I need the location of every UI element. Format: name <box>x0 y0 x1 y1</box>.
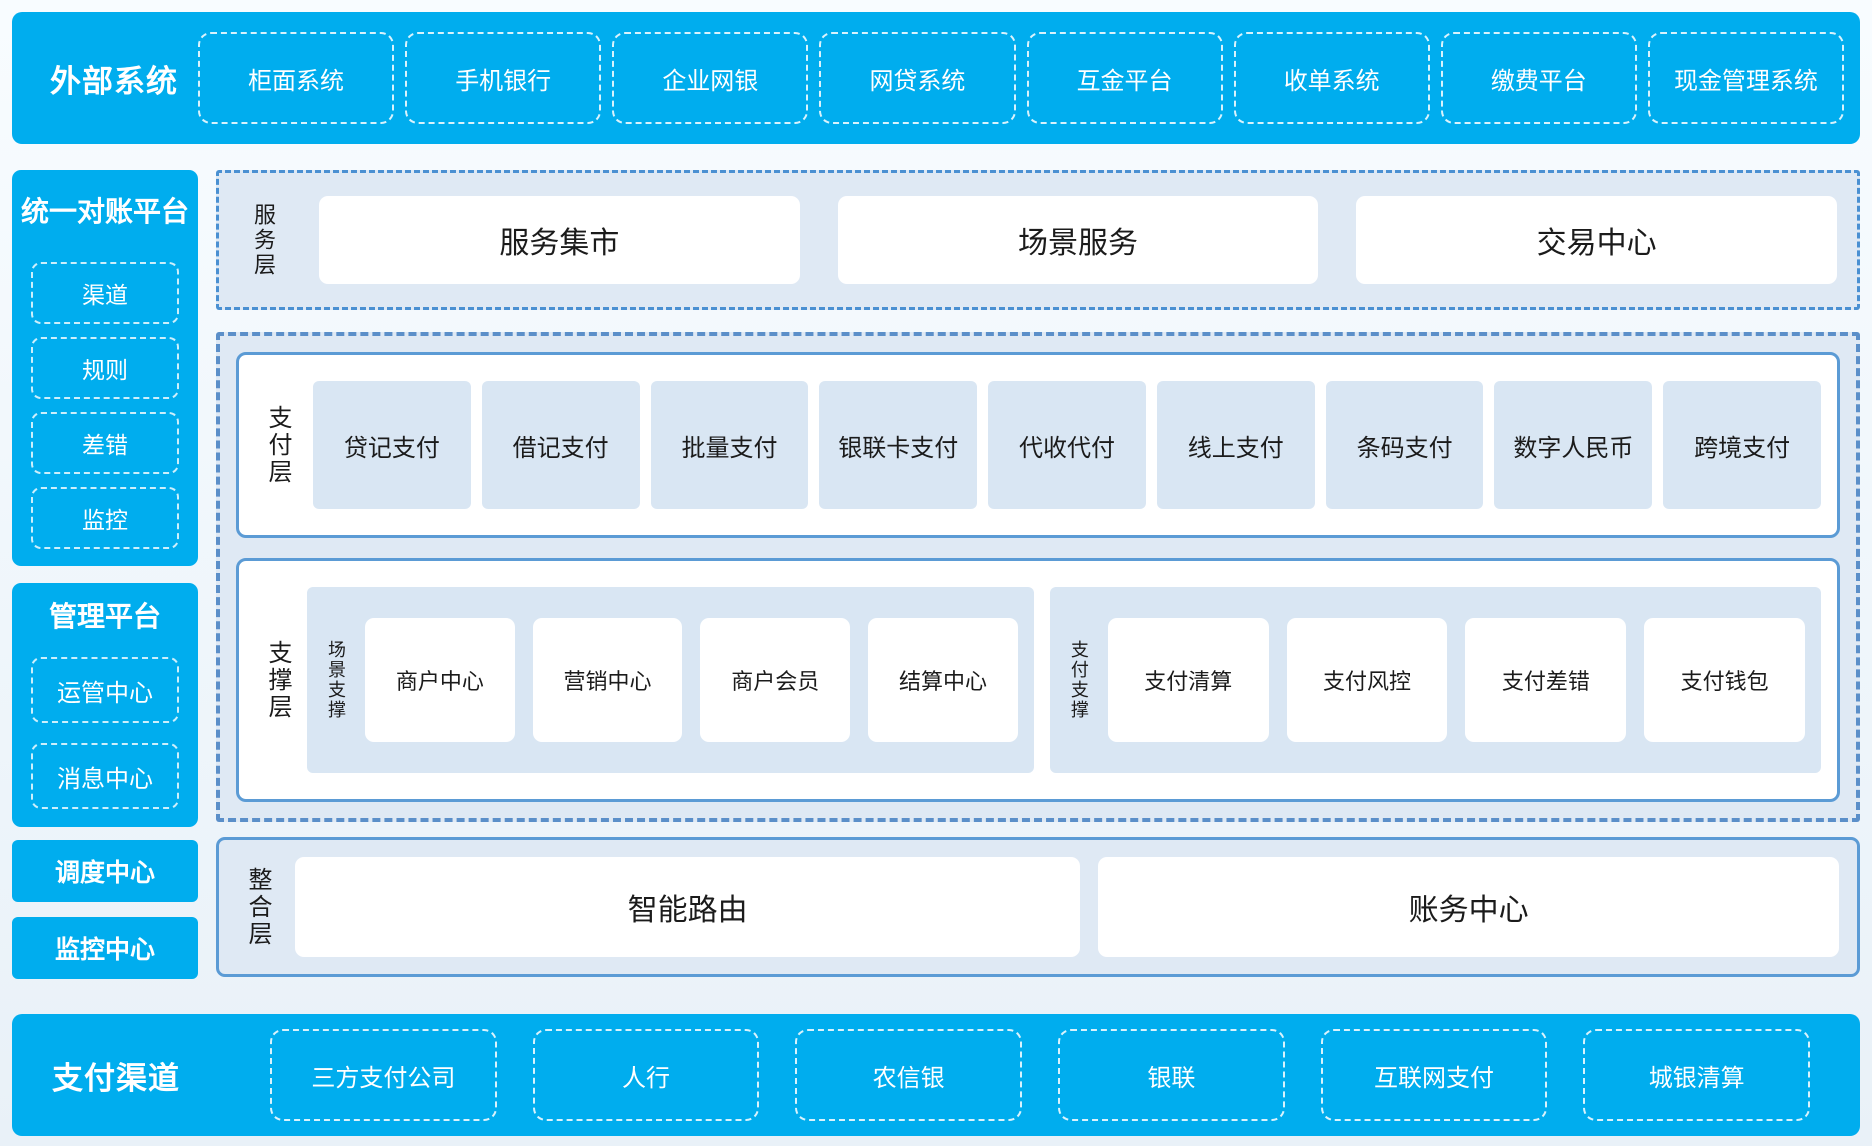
payment-channels-title: 支付渠道 <box>52 1060 180 1096</box>
scene-support-group: 场景支撑 商户中心营销中心商户会员结算中心 <box>307 587 1034 774</box>
scene-support-item-box: 商户会员 <box>700 618 851 743</box>
external-system-chip: 缴费平台 <box>1440 32 1637 124</box>
payment-item-box: 数字人民币 <box>1494 381 1653 510</box>
accounting-center-box: 账务中心 <box>1098 857 1839 957</box>
reconciliation-platform-items: 渠道规则差错监控 <box>12 262 198 549</box>
payment-channel-chip: 人行 <box>532 1029 760 1121</box>
payment-item-box: 跨境支付 <box>1663 381 1822 510</box>
payment-channel-chip: 互联网支付 <box>1320 1029 1548 1121</box>
external-system-chip: 网贷系统 <box>819 32 1016 124</box>
service-layer-label: 服务层 <box>251 202 276 278</box>
management-platform-title: 管理平台 <box>48 601 161 632</box>
management-platform-items: 运管中心消息中心 <box>12 657 198 809</box>
payment-support-group: 支付支撑 支付清算支付风控支付差错支付钱包 <box>1049 587 1821 774</box>
payment-support-label: 支付支撑 <box>1068 640 1089 721</box>
payment-layer: 支付层 贷记支付借记支付批量支付银联卡支付代收代付线上支付条码支付数字人民币跨境… <box>236 352 1840 539</box>
payment-item-box: 代收代付 <box>988 381 1146 510</box>
payment-item-box: 借记支付 <box>481 381 640 510</box>
payment-channels-list: 三方支付公司人行农信银银联互联网支付城银清算 <box>270 1029 1811 1121</box>
core-layers-block: 支付层 贷记支付借记支付批量支付银联卡支付代收代付线上支付条码支付数字人民币跨境… <box>216 332 1860 822</box>
payment-support-item-box: 支付差错 <box>1465 618 1627 743</box>
payment-channel-chip: 三方支付公司 <box>270 1029 497 1121</box>
payment-channel-chip: 农信银 <box>795 1029 1023 1121</box>
content-row: 统一对账平台 渠道规则差错监控 管理平台 运管中心消息中心 调度中心 监控中心 … <box>12 170 1860 979</box>
support-layer: 支撑层 场景支撑 商户中心营销中心商户会员结算中心 支付支撑 支付清算支付风控支… <box>236 558 1840 802</box>
payment-items: 贷记支付借记支付批量支付银联卡支付代收代付线上支付条码支付数字人民币跨境支付 <box>313 381 1822 510</box>
support-layer-label: 支撑层 <box>264 639 291 721</box>
payment-support-item-box: 支付钱包 <box>1644 618 1806 743</box>
management-platform-panel: 管理平台 运管中心消息中心 <box>12 583 198 827</box>
external-system-chip: 企业网银 <box>612 32 809 124</box>
smart-routing-box: 智能路由 <box>295 857 1081 957</box>
reconciliation-platform-title: 统一对账平台 <box>20 196 189 227</box>
management-item-chip: 消息中心 <box>31 743 179 809</box>
payment-item-box: 线上支付 <box>1156 381 1315 510</box>
reconciliation-item-chip: 监控 <box>31 487 179 549</box>
monitor-center-block: 监控中心 <box>12 917 198 979</box>
payment-support-item-box: 支付风控 <box>1286 618 1448 743</box>
reconciliation-platform-panel: 统一对账平台 渠道规则差错监控 <box>12 170 198 566</box>
reconciliation-item-chip: 渠道 <box>31 262 179 324</box>
integration-layer: 整合层 智能路由 账务中心 <box>216 837 1860 977</box>
reconciliation-item-chip: 差错 <box>31 412 179 474</box>
payment-support-item-box: 支付清算 <box>1107 618 1269 743</box>
payment-item-box: 条码支付 <box>1325 381 1484 510</box>
scene-support-label: 场景支撑 <box>326 640 346 721</box>
scene-support-item-box: 结算中心 <box>868 618 1018 743</box>
external-system-chip: 手机银行 <box>405 32 602 124</box>
payment-item-box: 贷记支付 <box>313 381 471 510</box>
reconciliation-item-chip: 规则 <box>31 337 179 399</box>
payment-item-box: 批量支付 <box>650 381 809 510</box>
payment-layer-label: 支付层 <box>264 404 291 486</box>
dispatch-center-block: 调度中心 <box>12 840 198 902</box>
payment-channels-bar: 支付渠道 三方支付公司人行农信银银联互联网支付城银清算 <box>12 1014 1860 1136</box>
external-system-chip: 互金平台 <box>1026 32 1223 124</box>
payment-support-items: 支付清算支付风控支付差错支付钱包 <box>1107 618 1806 743</box>
external-systems-title: 外部系统 <box>50 63 178 99</box>
payment-channel-chip: 银联 <box>1058 1029 1285 1121</box>
external-system-chip: 收单系统 <box>1233 32 1430 124</box>
external-systems-list: 柜面系统手机银行企业网银网贷系统互金平台收单系统缴费平台现金管理系统 <box>198 32 1844 124</box>
payment-channel-chip: 城银清算 <box>1583 1029 1811 1121</box>
scene-support-items: 商户中心营销中心商户会员结算中心 <box>365 618 1018 743</box>
main-layers: 服务层 服务集市 场景服务 交易中心 支付层 贷记支付借记支付批量支付银联卡支付… <box>216 170 1860 979</box>
external-systems-bar: 外部系统 柜面系统手机银行企业网银网贷系统互金平台收单系统缴费平台现金管理系统 <box>12 12 1860 144</box>
integration-layer-label: 整合层 <box>244 866 271 948</box>
transaction-center-box: 交易中心 <box>1356 196 1838 284</box>
scene-service-box: 场景服务 <box>837 196 1319 284</box>
support-groups: 场景支撑 商户中心营销中心商户会员结算中心 支付支撑 支付清算支付风控支付差错支… <box>307 587 1821 774</box>
scene-support-item-box: 商户中心 <box>365 618 515 743</box>
scene-support-item-box: 营销中心 <box>532 618 683 743</box>
service-market-box: 服务集市 <box>319 196 800 284</box>
service-layer: 服务层 服务集市 场景服务 交易中心 <box>216 170 1860 310</box>
sidebar: 统一对账平台 渠道规则差错监控 管理平台 运管中心消息中心 调度中心 监控中心 <box>12 170 198 979</box>
external-system-chip: 柜面系统 <box>198 32 395 124</box>
management-item-chip: 运管中心 <box>31 657 179 723</box>
payment-item-box: 银联卡支付 <box>819 381 978 510</box>
external-system-chip: 现金管理系统 <box>1647 32 1844 124</box>
